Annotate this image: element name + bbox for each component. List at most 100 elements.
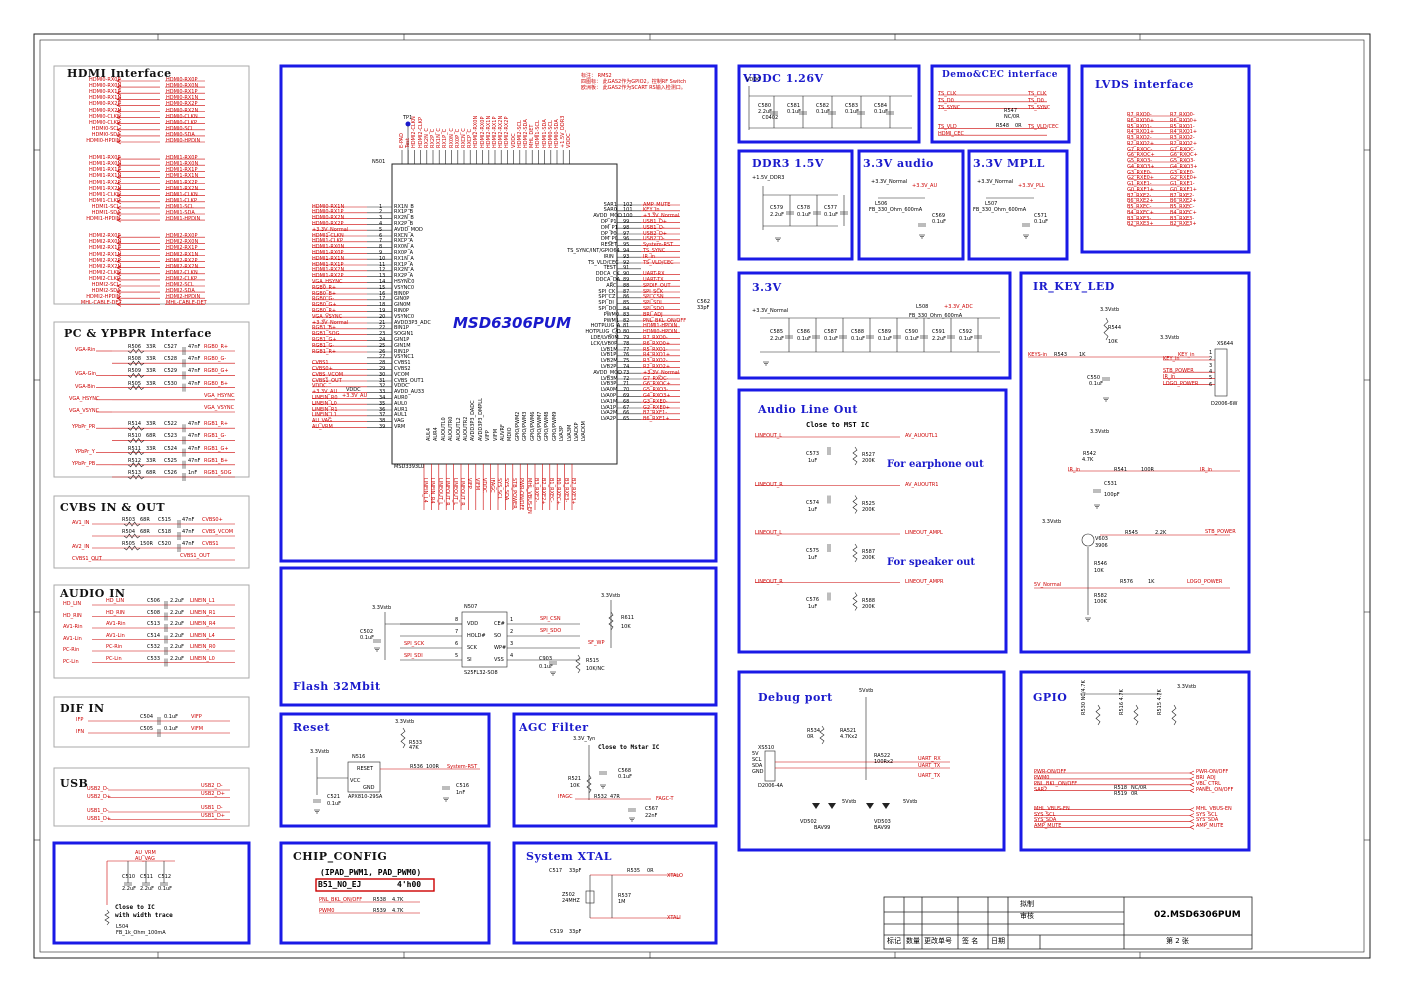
- ic-left-pin-name: RX2P_A: [394, 273, 414, 280]
- bead-ref: L508: [916, 304, 929, 310]
- uart-rx-net: UART_RX: [918, 756, 941, 762]
- gpio-right-net: MHL_VBUS-EN: [1196, 805, 1232, 812]
- capacitor-ref: C586: [797, 329, 811, 335]
- agc-power: 3.3V_Tyn: [573, 736, 596, 742]
- resistor-ref: R506: [128, 344, 142, 350]
- hdmi-in-net: HDMI0-SCL: [91, 125, 120, 132]
- resistor-ref: R521: [568, 776, 582, 782]
- reset-pin: RESET: [357, 766, 374, 772]
- demo-right-net: TS_VLD/CEC: [1028, 124, 1059, 131]
- ic-right-net: R4_RXO1+: [643, 352, 671, 359]
- ic-left-net: LINEIN_R0: [312, 394, 338, 401]
- audio-out-title: Audio Line Out: [758, 403, 858, 416]
- stb-power-net: STB_POWER: [1205, 529, 1236, 535]
- lvds-right-net: B4_RXEC+: [1170, 209, 1197, 216]
- hdmi-out-net: MHL-CABLE-DET: [166, 300, 207, 307]
- capacitor-ref: C582: [816, 103, 830, 109]
- ic-right-pin-name: DP_P1: [601, 218, 617, 225]
- capacitor-ref: C522: [164, 421, 178, 428]
- demo-cec-title: Demo&CEC interface: [942, 70, 1058, 80]
- ic-top-pin: HDMI2-RX0P: [479, 116, 486, 148]
- ic-right-pin-number: 96: [623, 236, 630, 243]
- ic-right-pin-number: 80: [623, 329, 630, 336]
- diode-value: BAV99: [814, 825, 831, 831]
- ic-right-net: USB1_D+: [643, 218, 667, 225]
- ic-left-net: HDMI1-RX1P: [312, 261, 344, 268]
- lvds-left-net: R4_RXO1+: [1127, 129, 1155, 136]
- capacitor-ref: C574: [806, 499, 820, 506]
- ic-bottom-net: VIFM: [473, 478, 480, 491]
- debug-conn-pin: SDA: [752, 763, 763, 769]
- capacitor-ref: C531: [1104, 481, 1118, 487]
- resistor-value: 200K: [862, 506, 875, 513]
- resistor-icon: [127, 474, 145, 480]
- port-arrow-icon: [116, 247, 122, 252]
- resistor-value: 1M: [618, 899, 626, 905]
- resistor-icon: [852, 592, 858, 611]
- port-arrow-icon: [116, 205, 122, 211]
- hdmi-out-net: HDMI1-RX2P: [166, 179, 198, 186]
- ic-right-net: G4_RXO3+: [643, 392, 671, 399]
- capacitor-value: 0.1uF: [164, 726, 178, 732]
- ic-right-pin-number: 78: [623, 340, 630, 347]
- debug-5v-2: 5Vstb: [903, 799, 918, 805]
- ic-right-pin-name: HOTPLUG_A: [590, 323, 621, 330]
- capacitor-value: 47nF: [188, 356, 201, 363]
- capacitor-pkg: C0402: [762, 115, 779, 121]
- capacitor-value: 33pF: [569, 868, 582, 874]
- ic-right-pin-number: 95: [623, 242, 630, 249]
- capacitor-ref: C592: [959, 329, 973, 335]
- capacitor-ref: C526: [164, 470, 178, 476]
- audio-net-in: PC-Lin: [63, 658, 79, 665]
- hdmi-out-net: HDMI0-SCL: [166, 125, 194, 132]
- ic-left-pin-number: 33: [379, 389, 386, 396]
- resistor-icon: [852, 495, 858, 514]
- ic-right-pin-number: 66: [623, 410, 630, 417]
- reset-title: Reset: [293, 721, 330, 734]
- lvds-left-net: G5_RXO3-: [1127, 158, 1153, 164]
- hdmi-out-net: HDMI1-RX1N: [166, 173, 199, 180]
- capacitor-ref: C562: [697, 299, 711, 305]
- hdmi-out-net: HDMI1-CLKP: [166, 197, 197, 204]
- ic-top-pin: RX0N_C: [448, 128, 455, 148]
- audio33-in-net: +3.3V_Normal: [871, 179, 908, 185]
- resistor-ref: R515: [586, 658, 600, 664]
- demo-left-net: TS_VLD: [938, 124, 957, 131]
- ic-right-pin-number: 89: [623, 276, 630, 283]
- capacitor-value: 0.1uF: [824, 212, 838, 218]
- ic-bottom-pin: LVACKM: [581, 421, 588, 441]
- ic-left-net: RGB1_G-: [312, 342, 335, 349]
- capacitor-ref: C505: [140, 726, 154, 732]
- ic-right-pin-name: TEST: [603, 265, 617, 272]
- resistor-value: 68R: [146, 470, 156, 476]
- capacitor-value: 47nF: [182, 517, 195, 523]
- mpll-out-net: +3.3V_PLL: [1018, 183, 1045, 189]
- resistor-icon: [1171, 704, 1177, 726]
- resistor-value: NC/0R: [1131, 785, 1147, 791]
- ic-right-pin-name: AVDD_MOD: [593, 369, 623, 376]
- ic-left-net: AU_VRM: [312, 423, 333, 430]
- lvds-left-net: G3_RXE0-: [1127, 169, 1152, 176]
- ic-left-pin-number: 23: [379, 331, 386, 338]
- audio-out-net: LINEOUT_AMPL: [905, 530, 943, 536]
- capacitor-ref: C578: [797, 205, 811, 211]
- audio-out-in-net: LINEOUT_L: [755, 433, 783, 439]
- ir-power-2: 3.3Vstb: [1160, 335, 1180, 341]
- resistor-icon: [1103, 317, 1109, 341]
- ic-right-pin-number: 69: [623, 392, 630, 399]
- capacitor-value: 1nF: [456, 790, 466, 796]
- debug-connector-body: [764, 750, 776, 782]
- gpio-left-net: SAR2: [1034, 786, 1048, 793]
- usb-net-out: USB1_D+: [201, 812, 225, 819]
- ic-left-pin-name: RX2N_A: [394, 267, 414, 274]
- ic-left-pin-number: 20: [379, 313, 386, 320]
- ic-bottom-net: LINEOUT_R: [444, 478, 451, 506]
- port-arrow-icon: [116, 217, 122, 223]
- ic-right-net: G5_RXO3-: [643, 387, 669, 394]
- chip-config-net: PNL_BKL_ON/OFF: [319, 897, 363, 903]
- ic-bottom-pin: GPIO/PWM2: [514, 411, 521, 441]
- hdmi-out-net: HDMI1-RX1P: [166, 167, 198, 174]
- lvds-right-net: R7_RXO0-: [1170, 112, 1195, 118]
- resistor-icon: [104, 909, 110, 926]
